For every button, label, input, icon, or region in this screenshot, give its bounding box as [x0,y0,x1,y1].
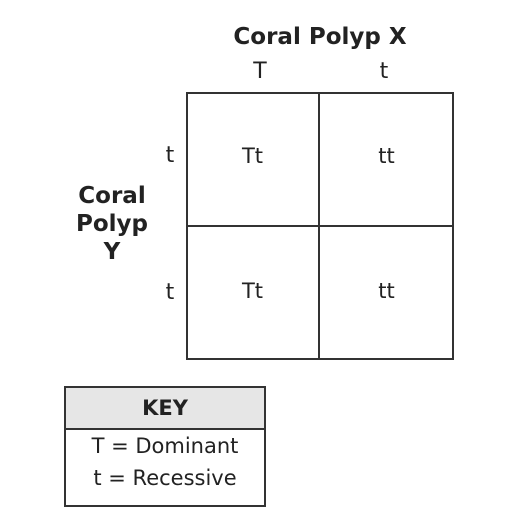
parent-x-title: Coral Polyp X [233,24,407,50]
key-box: KEY T = Dominant t = Recessive [64,386,266,507]
parent-y-title: Coral Polyp Y [62,182,162,266]
parent-x-allele-1: T [253,59,267,84]
punnett-cell-r1c2: tt [378,143,395,168]
parent-y-title-line-1: Coral [78,183,146,209]
parent-x-allele-2: t [379,59,389,84]
parent-y-allele-1: t [165,143,175,168]
punnett-horizontal-divider [186,225,454,227]
key-entry-dominant: T = Dominant [91,434,239,458]
parent-y-allele-2: t [165,280,175,305]
punnett-cell-r1c1: Tt [241,143,264,168]
key-title: KEY [66,388,264,430]
parent-y-title-line-3: Y [103,239,121,265]
parent-y-title-line-2: Polyp [76,211,148,237]
key-entry-recessive: t = Recessive [93,466,237,490]
punnett-cell-r2c2: tt [378,278,395,303]
punnett-cell-r2c1: Tt [241,278,264,303]
